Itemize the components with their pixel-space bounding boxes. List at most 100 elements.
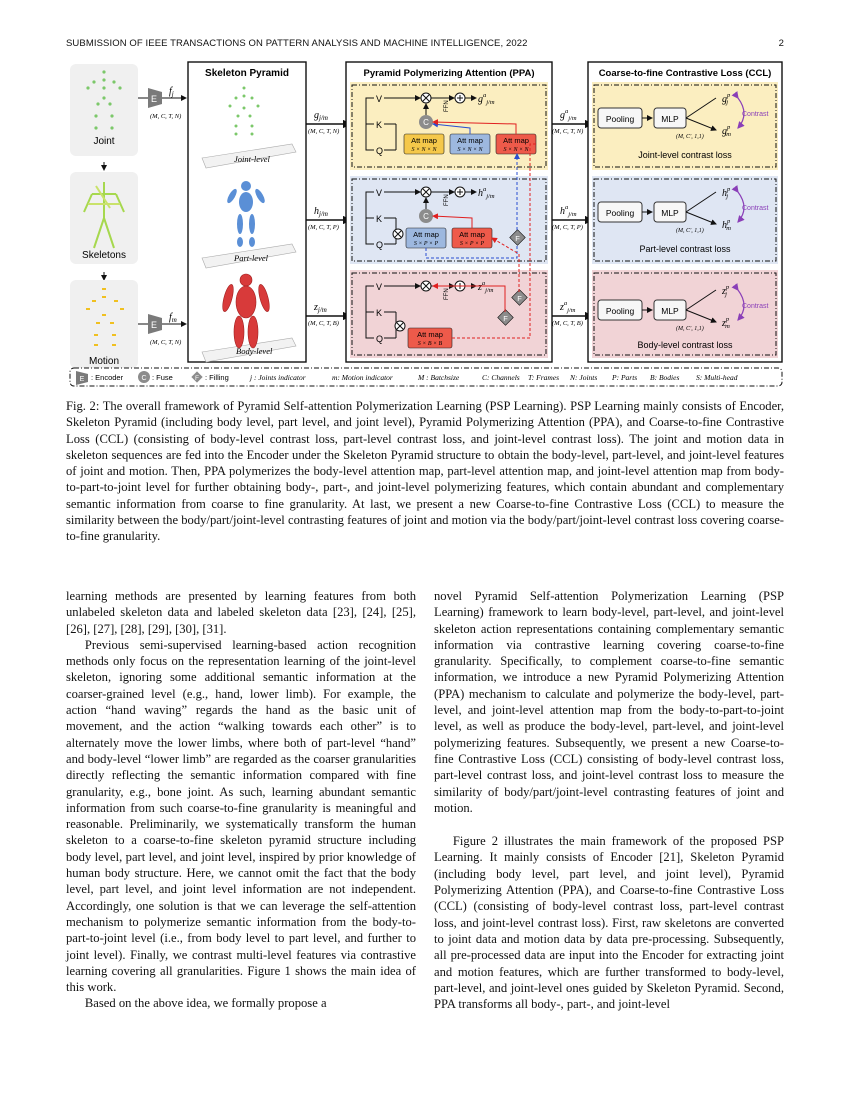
legend-channels: C: Channels xyxy=(482,373,520,382)
legend-fuse-letter: C xyxy=(141,375,146,382)
ppa-joint-band: V K Q gaj/m FFN C Att map S × N × N Att … xyxy=(365,92,537,156)
fuse-icon xyxy=(419,115,433,129)
legend-encoder: : Encoder xyxy=(91,373,124,382)
q-label: Q xyxy=(376,240,383,250)
k-label: K xyxy=(376,120,382,130)
joint-skeleton-icon xyxy=(86,70,122,130)
fuse-icon xyxy=(419,209,433,223)
paragraph: learning methods are presented by learni… xyxy=(66,589,416,636)
att-map-label: Att map xyxy=(411,136,437,145)
v-label: V xyxy=(376,282,382,292)
ppa-block: Pyramid Polymerizing Attention (PPA) V K… xyxy=(345,61,553,363)
paragraph: Based on the above idea, we formally pro… xyxy=(84,996,327,1011)
legend-joints: N: Joints xyxy=(569,373,597,382)
mlp-dims: (M, C', 1,1) xyxy=(676,325,704,332)
att-map-dims: S × N × N xyxy=(503,147,529,153)
input-column: Joint Skeletons Motion xyxy=(70,64,138,368)
legend-fill-letter: F xyxy=(195,375,199,382)
body-level-label: Body-level xyxy=(236,346,273,356)
out-g-dims: (M, C, T, N) xyxy=(552,128,583,135)
journal-title: SUBMISSION OF IEEE TRANSACTIONS ON PATTE… xyxy=(66,38,528,49)
motion-label: Motion xyxy=(89,356,119,367)
fill-letter: F xyxy=(515,234,520,243)
filling-icon-body-2: F xyxy=(497,309,514,326)
encoder-letter: E xyxy=(151,94,157,104)
att-map-dims: S × P × P xyxy=(460,241,485,247)
fuse-letter: C xyxy=(423,212,429,221)
legend-motion-indicator: m: Motion indicator xyxy=(332,373,393,382)
encoder-letter: E xyxy=(151,320,157,330)
legend-multihead: S: Multi-head xyxy=(696,373,738,382)
legend-encoder-letter: E xyxy=(80,376,85,383)
pooling-label: Pooling xyxy=(606,306,635,316)
input-g: gj/m xyxy=(314,110,328,122)
encoder-joint: E fj (M, C, T, N) xyxy=(138,86,187,120)
figure-caption: Fig. 2: The overall framework of Pyramid… xyxy=(66,399,784,544)
paragraph: Figure 2 illustrates the main framework … xyxy=(434,834,784,1012)
input-z: zj/m xyxy=(313,302,327,314)
joint-label: Joint xyxy=(93,136,114,147)
mlp-dims: (M, C', 1,1) xyxy=(676,133,704,140)
paragraph: novel Pyramid Self-attention Polymerizat… xyxy=(434,589,784,815)
legend-bodies: B: Bodies xyxy=(650,373,679,382)
legend-parts: P: Parts xyxy=(611,373,637,382)
att-map-label: Att map xyxy=(503,136,529,145)
dims-fm: (M, C, T, N) xyxy=(150,339,181,346)
out-za-inner: zaj/m xyxy=(477,280,494,294)
skeleton-pyramid: Skeleton Pyramid Joint-level Part-level … xyxy=(187,61,307,363)
input-z-dims: (M, C, T, B) xyxy=(308,320,339,327)
att-map-dims: S × N × N xyxy=(457,147,483,153)
att-map-dims: S × N × N xyxy=(411,147,437,153)
ffn-label: FFN xyxy=(444,100,450,112)
ppa-inputs: gj/m (M, C, T, N) hj/m (M, C, T, P) zj/m… xyxy=(306,110,352,327)
fill-letter: F xyxy=(517,294,522,303)
joint-loss-label: Joint-level contrast loss xyxy=(638,150,732,160)
part-loss-label: Part-level contrast loss xyxy=(639,244,731,254)
input-g-dims: (M, C, T, N) xyxy=(308,128,339,135)
pooling-label: Pooling xyxy=(606,114,635,124)
feat-fj: fj xyxy=(169,86,174,98)
out-za: zaj/m xyxy=(559,300,576,314)
att-map-joint xyxy=(403,133,445,155)
mlp-label: MLP xyxy=(661,114,679,124)
mlp-dims: (M, C', 1,1) xyxy=(676,227,704,234)
att-map-label: Att map xyxy=(413,230,439,239)
motion-skeleton-icon xyxy=(86,288,124,346)
joint-level-skeleton xyxy=(228,86,260,136)
joint-level-label: Joint-level xyxy=(234,154,271,164)
figure-legend: E : Encoder C : Fuse F : Filling j : Joi… xyxy=(69,367,783,387)
page-number: 2 xyxy=(778,38,784,49)
out-ha-inner: haj/m xyxy=(478,186,495,200)
legend-frames: T: Frames xyxy=(528,373,559,382)
v-label: V xyxy=(376,94,382,104)
legend-filling: : Filling xyxy=(205,373,229,382)
pooling-label: Pooling xyxy=(606,208,635,218)
v-label: V xyxy=(376,188,382,198)
fuse-legend-icon xyxy=(138,371,150,383)
att-map-label: Att map xyxy=(459,230,485,239)
ffn-label: FFN xyxy=(444,194,450,206)
running-header: SUBMISSION OF IEEE TRANSACTIONS ON PATTE… xyxy=(66,38,784,52)
contrast-label: Contrast xyxy=(742,205,769,212)
out-z-dims: (M, C, T, B) xyxy=(552,320,583,327)
encoder-icon xyxy=(76,371,88,385)
ppa-part-band: V K Q haj/m FFN C Att map S × P × P Att xyxy=(365,153,526,259)
framework-figure: Joint Skeletons Motion E fj (M, C, T, N) xyxy=(66,58,786,392)
skeletons-label: Skeletons xyxy=(82,250,126,261)
fuse-letter: C xyxy=(423,118,429,127)
pyramid-title: Skeleton Pyramid xyxy=(205,68,289,79)
paragraph: Previous semi-supervised learning-based … xyxy=(66,637,416,995)
fill-letter: F xyxy=(503,314,508,323)
skeletons-icon xyxy=(83,182,125,249)
att-map-label: Att map xyxy=(417,330,443,339)
mlp-label: MLP xyxy=(661,208,679,218)
ffn-label: FFN xyxy=(444,288,450,300)
legend-batchsize: M : Batchsize xyxy=(417,373,460,382)
filling-icon-part: F xyxy=(509,229,526,246)
